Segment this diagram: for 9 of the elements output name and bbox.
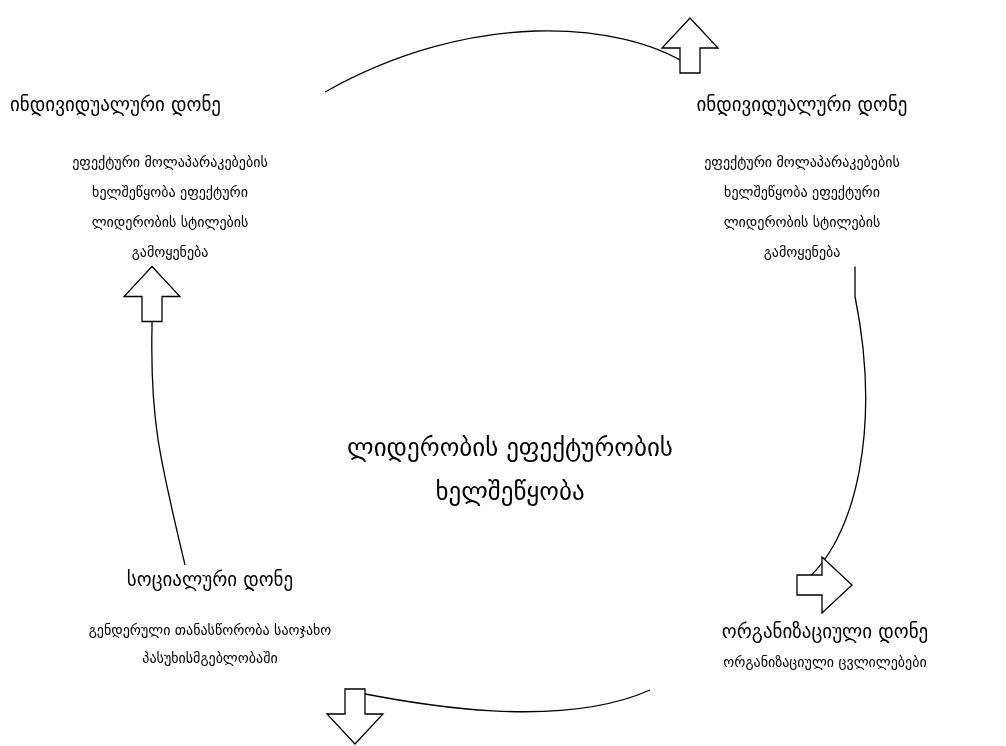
level-heading: სოციალური დონე xyxy=(126,567,294,593)
level-description: ეფექტური მოლაპარაკებების ხელშეწყობა ეფექტური ლიდერობის სტილების გამოყენება xyxy=(71,152,269,262)
level-description: გენდერული თანასწორობა საოჯახო პასუხისმგებლობაში xyxy=(87,620,333,668)
level-heading: ინდივიდუალური დონე xyxy=(9,92,222,118)
level-description: ორგანიზაციული ცვლილებები xyxy=(722,652,928,672)
level-heading: ინდივიდუალური დონე xyxy=(696,92,908,118)
level-heading: ორგანიზაციული დონე xyxy=(721,619,929,645)
level-description: ეფექტური მოლაპარაკებების ხელშეწყობა ეფექტური ლიდერობის სტილების გამოყენება xyxy=(703,152,901,262)
center-title: ლიდერობის ეფექტურობის ხელშეწყობა xyxy=(346,432,674,508)
